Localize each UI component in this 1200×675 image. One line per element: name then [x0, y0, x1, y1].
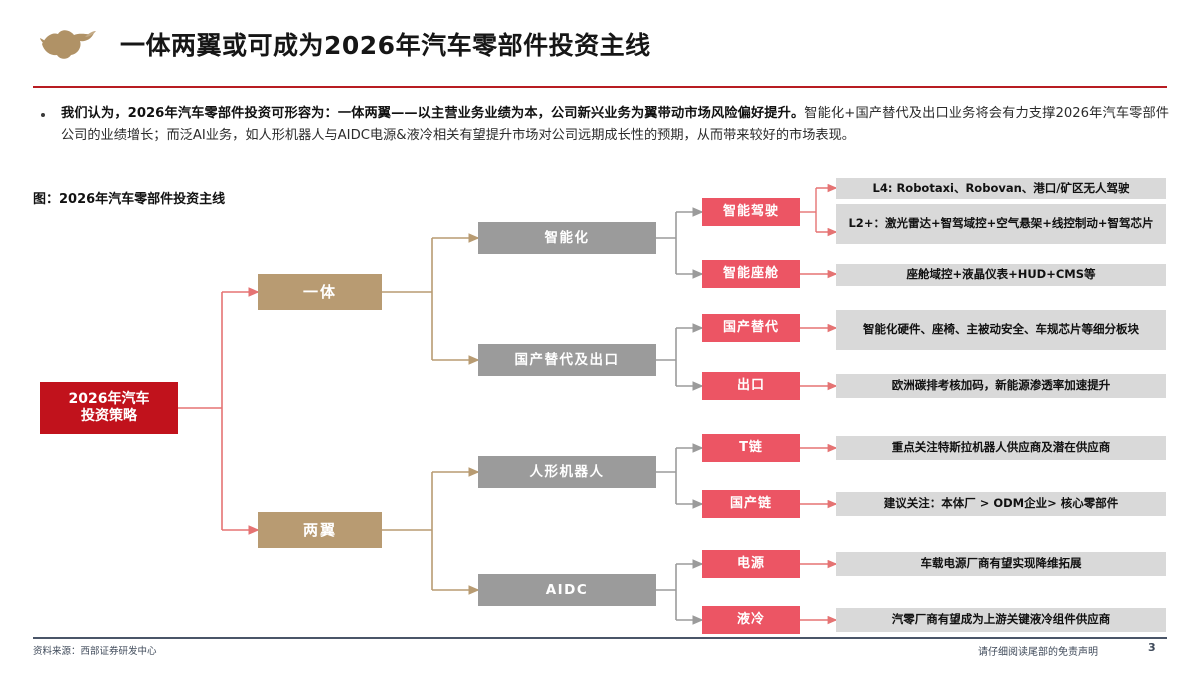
page-number: 3: [1148, 641, 1156, 654]
footer-divider: [33, 637, 1167, 639]
summary-paragraph-block: 我们认为，2026年汽车零部件投资可形容为：一体两翼——以主营业务业绩为本，公司…: [33, 103, 1169, 147]
source-note: 资料来源：西部证券研发中心: [33, 646, 157, 657]
slide-header: 一体两翼或可成为2026年汽车零部件投资主线: [0, 0, 1200, 88]
node-intelligent[interactable]: 智能化: [478, 222, 656, 254]
node-t-chain[interactable]: T链: [702, 434, 800, 462]
node-domestic-chain[interactable]: 国产链: [702, 490, 800, 518]
node-root-line2: 投资策略: [81, 408, 137, 424]
desc-domestic-chain-focus: 建议关注：本体厂 > ODM企业> 核心零部件: [836, 492, 1166, 516]
desc-tesla-suppliers: 重点关注特斯拉机器人供应商及潜在供应商: [836, 436, 1166, 460]
desc-cockpit-stack: 座舱域控+液晶仪表+HUD+CMS等: [836, 264, 1166, 286]
desc-cooling-supplier: 汽零厂商有望成为上游关键液冷组件供应商: [836, 608, 1166, 632]
node-liangyi[interactable]: 两翼: [258, 512, 382, 548]
desc-power-expansion: 车载电源厂商有望实现降维拓展: [836, 552, 1166, 576]
desc-localization-segments: 智能化硬件、座椅、主被动安全、车规芯片等细分板块: [836, 310, 1166, 350]
node-export[interactable]: 出口: [702, 372, 800, 400]
summary-paragraph-rest: 智能化+国产替代及出口业务将会有力支撑2026年汽车零部件公司的业绩增长；而泛A…: [61, 106, 1169, 143]
summary-paragraph-bold: 我们认为，2026年汽车零部件投资可形容为：一体两翼——以主营业务业绩为本，公司…: [61, 106, 805, 121]
node-localization-export[interactable]: 国产替代及出口: [478, 344, 656, 376]
investment-tree-diagram: 2026年汽车 投资策略 一体 两翼 智能化 国产替代及出口 人形机器人 AID…: [0, 170, 1200, 634]
page-title: 一体两翼或可成为2026年汽车零部件投资主线: [120, 31, 651, 60]
bull-logo-icon: [40, 30, 96, 59]
node-liquid-cooling[interactable]: 液冷: [702, 606, 800, 634]
node-localization[interactable]: 国产替代: [702, 314, 800, 342]
figure-caption: 图：2026年汽车零部件投资主线: [33, 192, 226, 207]
node-root-line1: 2026年汽车: [68, 390, 150, 407]
node-power-supply[interactable]: 电源: [702, 550, 800, 578]
bullet-dot-icon: [41, 113, 45, 117]
summary-paragraph: 我们认为，2026年汽车零部件投资可形容为：一体两翼——以主营业务业绩为本，公司…: [33, 103, 1169, 147]
node-intelligent-driving[interactable]: 智能驾驶: [702, 198, 800, 226]
diagram-connectors: [178, 183, 838, 625]
header-divider: [33, 86, 1167, 88]
node-aidc[interactable]: AIDC: [478, 574, 656, 606]
desc-l4-autonomy: L4: Robotaxi、Robovan、港口/矿区无人驾驶: [836, 178, 1166, 199]
desc-export-europe: 欧洲碳排考核加码，新能源渗透率加速提升: [836, 374, 1166, 398]
node-humanoid-robot[interactable]: 人形机器人: [478, 456, 656, 488]
node-root[interactable]: 2026年汽车 投资策略: [40, 382, 178, 434]
desc-l2plus-stack: L2+：激光雷达+智驾域控+空气悬架+线控制动+智驾芯片: [836, 204, 1166, 244]
disclaimer-note: 请仔细阅读尾部的免责声明: [978, 647, 1098, 658]
node-intelligent-cockpit[interactable]: 智能座舱: [702, 260, 800, 288]
node-yiti[interactable]: 一体: [258, 274, 382, 310]
